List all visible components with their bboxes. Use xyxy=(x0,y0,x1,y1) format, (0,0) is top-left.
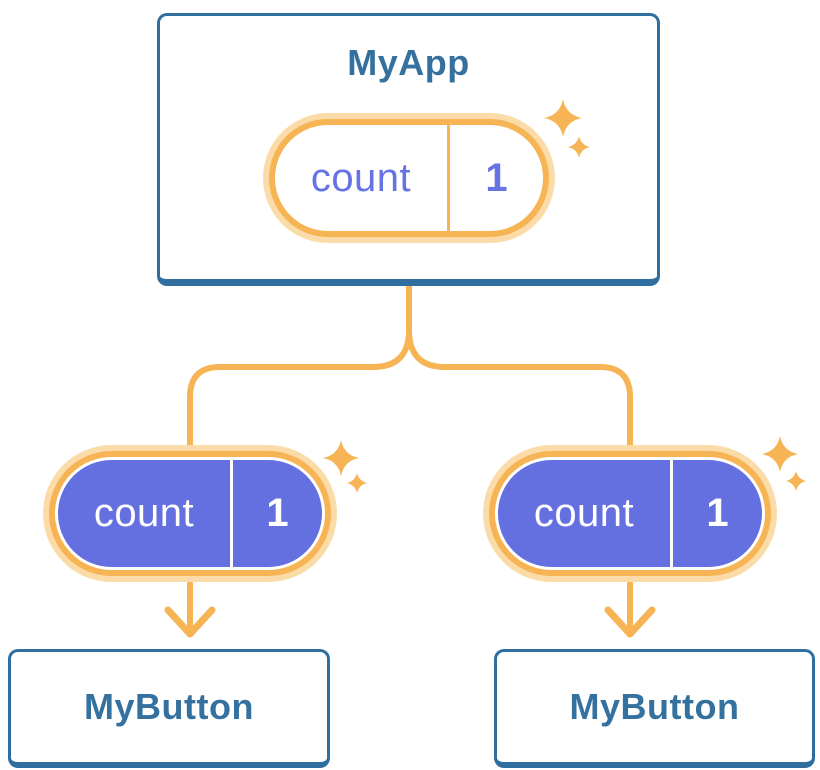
state-label: count xyxy=(93,491,195,535)
pill-divider xyxy=(670,460,673,567)
right-arrowhead-icon xyxy=(604,606,656,638)
left-child-state-pill: count 1 xyxy=(55,457,325,570)
right-child-component-title: MyButton xyxy=(569,686,740,727)
sparkles-icon xyxy=(323,440,367,493)
right-child-component-card: MyButton xyxy=(494,649,815,768)
sparkles-icon xyxy=(762,436,806,491)
state-label: count xyxy=(533,491,635,535)
state-label: count xyxy=(310,155,412,200)
root-state-pill: count 1 xyxy=(269,119,549,237)
root-component-title: MyApp xyxy=(347,42,470,83)
left-child-component-title: MyButton xyxy=(84,686,254,727)
root-component-card: MyApp count 1 xyxy=(157,13,660,286)
left-child-component-card: MyButton xyxy=(8,649,330,768)
state-value: 1 xyxy=(266,491,289,535)
pill-divider xyxy=(447,125,450,231)
right-child-state-pill: count 1 xyxy=(495,457,765,570)
state-value: 1 xyxy=(485,155,508,200)
left-arrowhead-icon xyxy=(164,606,216,638)
state-value: 1 xyxy=(706,491,729,535)
